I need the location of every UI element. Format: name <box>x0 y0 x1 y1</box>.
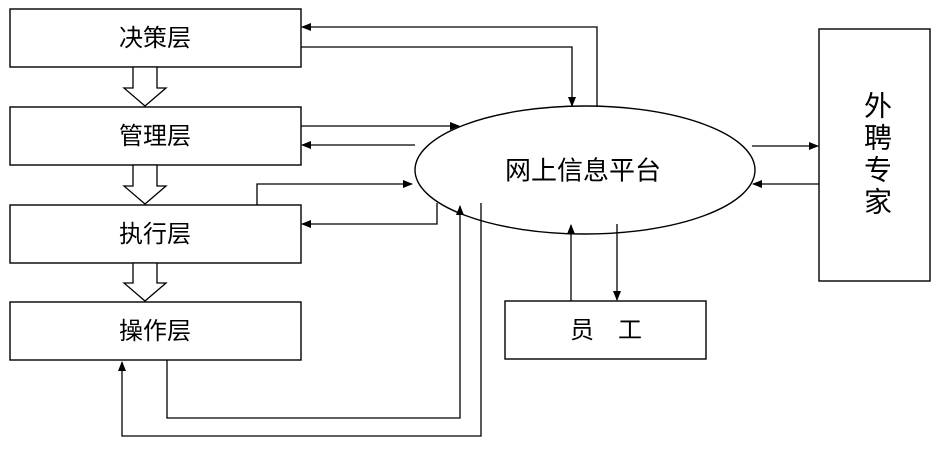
arrow-operation-to-platform <box>166 205 464 419</box>
operation-layer-box: 操作层 <box>9 301 302 361</box>
arrow-platform-to-decision <box>301 23 598 107</box>
arrow-decision-to-platform <box>301 46 576 107</box>
platform-label: 网上信息平台 <box>505 157 661 187</box>
experts-box: 外聘专家 <box>818 28 931 282</box>
hollow-arrow-management-to-execution <box>122 164 168 205</box>
arrow-platform-to-operation <box>118 203 482 437</box>
decision-layer-box: 决策层 <box>9 8 302 68</box>
decision-layer-label: 决策层 <box>119 24 191 52</box>
arrow-execution-to-platform <box>256 180 413 205</box>
execution-layer-label: 执行层 <box>119 220 191 248</box>
employee-box: 员 工 <box>504 300 707 360</box>
hollow-arrow-decision-to-management <box>122 66 168 107</box>
platform-ellipse: 网上信息平台 <box>414 105 756 235</box>
experts-label: 外聘专家 <box>860 91 893 219</box>
management-layer-box: 管理层 <box>9 106 302 166</box>
hollow-arrow-execution-to-operation <box>122 262 168 302</box>
execution-layer-box: 执行层 <box>9 204 302 264</box>
arrow-platform-to-execution <box>301 203 438 228</box>
operation-layer-label: 操作层 <box>119 317 191 345</box>
management-layer-label: 管理层 <box>119 122 191 150</box>
employee-label: 员 工 <box>570 316 642 344</box>
